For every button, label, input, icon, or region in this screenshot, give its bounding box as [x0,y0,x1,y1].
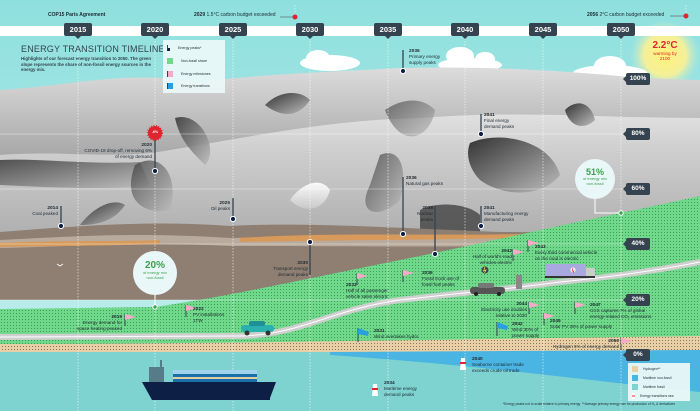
pct-80: 80% [623,128,650,140]
percent-gridlines [0,133,625,301]
electric-car-icon [470,266,505,296]
warming-indicator: 2.2°C warming by 2100 [645,40,685,61]
electric-truck-icon [545,264,595,278]
timeline-bar [0,26,700,36]
year-2045: 2045 [529,23,557,39]
teal-car-icon [241,321,274,336]
warming-value: 2.2°C [652,40,678,51]
charger-icon [516,275,522,289]
windsock-icons [357,322,508,342]
pct-40: 40% [623,238,650,250]
pct-0: 0% [623,349,650,361]
lighthouse-icons [372,358,466,396]
year-2015: 2015 [64,23,92,39]
footnote-1: *Energy peaks not to scale relative to p… [503,402,581,406]
legend2-maritime-non-fossil: Maritime non-fossil [632,375,671,381]
top-event-2c-budget: 2056 2°C carbon budget exceeded [587,12,665,18]
maritime-non-fossil-band [330,350,700,392]
sea-legend: Hydrogen** Maritime non-fossil Maritime … [628,363,690,401]
top-event-paris: COP15 Paris Agreement [48,12,106,18]
peak-dots [57,67,485,258]
sun [630,20,700,90]
warming-text: warming by 2100 [653,51,677,62]
pct-20: 20% [623,294,650,306]
non-fossil-2050-circle: 51% of energy mix non-fossil [575,159,615,199]
legend-item-peaks: Energy peaks* [167,45,201,51]
footnote-2: **Average primary energy use for product… [582,402,676,406]
year-2035: 2035 [374,23,402,39]
page-title: ENERGY TRANSITION TIMELINE [21,44,165,54]
container-ship-icon [142,360,276,400]
legend-item-non-fossil: Non-fossil share [167,58,207,64]
windsock-icon [167,83,173,89]
year-2020: 2020 [141,23,169,39]
year-2050: 2050 [607,23,635,39]
pct-100: 100% [623,73,650,85]
legend: Energy peaks* Non-fossil share Energy mi… [163,40,225,93]
pink-flag-icon [167,71,173,77]
page-subtitle: Highlights of our forecast energy transi… [21,56,152,73]
year-2025: 2025 [219,23,247,39]
legend2-sea-transitions: Energy transitions sea [632,393,674,399]
legend2-maritime-fossil: Maritime fossil [632,384,665,390]
top-event-1-5c-budget: 2029 1.5°C carbon budget exceeded [194,12,276,18]
pct-60: 60% [623,183,650,195]
year-2030: 2030 [296,23,324,39]
clouds [300,47,648,83]
non-fossil-2020-circle: 20% of energy mix non-fossil [133,251,177,295]
year-2040: 2040 [451,23,479,39]
covid-badge: -6% [151,130,159,134]
covid-virus-icon [147,125,163,141]
legend-item-transitions: Energy transitions [167,83,210,89]
peak-marker-icon [167,45,170,51]
legend2-hydrogen: Hydrogen** [632,366,660,372]
peak-markers [60,50,482,275]
milestone-flags [124,240,632,350]
lighthouse-icon [632,393,635,399]
non-fossil-share-slope [0,196,700,350]
legend-item-milestones: Energy milestones [167,71,211,77]
